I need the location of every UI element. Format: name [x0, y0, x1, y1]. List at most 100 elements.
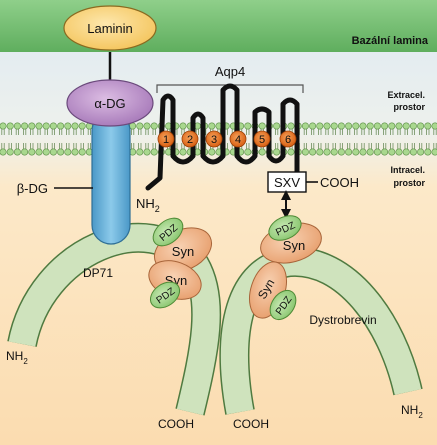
pdz-dp71-upper [152, 217, 184, 247]
beta-dg-label: β-DG [17, 181, 48, 196]
laminin-label: Laminin [87, 21, 133, 36]
lipid-head [64, 122, 72, 130]
alpha-dg-label: α-DG [94, 96, 125, 111]
helix-marker-4 [229, 130, 247, 148]
helix-number-3: 3 [211, 134, 217, 146]
alpha-dg [66, 79, 154, 127]
lipid-head [424, 122, 432, 130]
dp71-label: DP71 [83, 266, 113, 280]
lipid-head [0, 148, 7, 156]
lipid-head [78, 148, 86, 156]
extracellular-label-line1: Extracel. [387, 90, 425, 100]
lipid-head [395, 122, 403, 130]
lipid-head [417, 122, 425, 130]
lipid-head [150, 122, 158, 130]
lipid-head [6, 122, 14, 130]
helix-marker-5 [253, 130, 271, 148]
sxv-label: SXV [274, 175, 300, 190]
syn-label-dystrobrevin-upper: Syn [283, 238, 305, 253]
lipid-head [309, 122, 317, 130]
lipid-head [0, 122, 7, 130]
helix-number-6: 6 [285, 134, 291, 146]
dystrobrevin-cooh-label: COOH [233, 417, 269, 431]
lipid-head [402, 122, 410, 130]
lipid-head [287, 122, 295, 130]
lipid-head [42, 148, 50, 156]
lipid-head [28, 148, 36, 156]
lipid-head [366, 122, 374, 130]
lipid-head [208, 122, 216, 130]
dp71-cooh-label: COOH [158, 417, 194, 431]
intracellular-label-line1: Intracel. [390, 165, 425, 175]
lipid-head [21, 122, 29, 130]
lipid-head [323, 148, 331, 156]
helix-number-4: 4 [235, 134, 241, 146]
lipid-head [395, 148, 403, 156]
helix-marker-1 [157, 130, 175, 148]
lipid-head [57, 122, 65, 130]
lipid-head [64, 148, 72, 156]
lipid-head [258, 148, 266, 156]
laminin [63, 5, 157, 51]
lipid-head [35, 148, 43, 156]
lipid-head [244, 122, 252, 130]
lipid-head [71, 122, 79, 130]
lipid-head [78, 122, 86, 130]
lipid-head [150, 148, 158, 156]
lipid-head [35, 122, 43, 130]
lipid-head [431, 148, 437, 156]
lipid-head [316, 148, 324, 156]
dystrobrevin-nterm-label: NH2 [401, 403, 423, 420]
lipid-head [402, 148, 410, 156]
helix-number-1: 1 [163, 134, 169, 146]
aqp4-nterm-label: NH2 [136, 196, 160, 214]
lipid-head [345, 122, 353, 130]
lipid-head [345, 148, 353, 156]
lipid-head [359, 122, 367, 130]
lipid-head [13, 122, 21, 130]
lipid-head [381, 148, 389, 156]
lipid-head [409, 148, 417, 156]
lipid-head [323, 122, 331, 130]
helix-marker-2 [181, 130, 199, 148]
lipid-head [337, 148, 345, 156]
pdz-dp71-lower [149, 281, 181, 309]
lipid-head [301, 122, 309, 130]
helix-marker-3 [205, 130, 223, 148]
lipid-head [6, 148, 14, 156]
lipid-head [352, 122, 360, 130]
helix-marker-6 [279, 130, 297, 148]
lipid-head [388, 148, 396, 156]
lipid-head [49, 122, 57, 130]
lipid-head [179, 148, 187, 156]
lipid-head [381, 122, 389, 130]
intracellular-label-line2: prostor [394, 178, 426, 188]
syn-label-dp71-upper: Syn [172, 244, 194, 259]
lipid-head [301, 148, 309, 156]
lipid-head [424, 148, 432, 156]
aqp4-cooh-label: COOH [320, 175, 359, 190]
lipid-head [21, 148, 29, 156]
lipid-head [57, 148, 65, 156]
lipid-head [388, 122, 396, 130]
lipid-head [49, 148, 57, 156]
lipid-head [373, 148, 381, 156]
extracellular-label-line2: prostor [394, 102, 426, 112]
lipid-head [309, 148, 317, 156]
lipid-head [316, 122, 324, 130]
lipid-head [330, 148, 338, 156]
lipid-head [359, 148, 367, 156]
lipid-head [258, 122, 266, 130]
helix-number-5: 5 [259, 134, 265, 146]
lipid-head [28, 122, 36, 130]
aqp4-chain [145, 83, 300, 191]
lipid-head [431, 122, 437, 130]
lipid-head [179, 122, 187, 130]
lipid-head [273, 148, 281, 156]
lipid-head [244, 148, 252, 156]
lipid-head [352, 148, 360, 156]
lipid-head [409, 122, 417, 130]
